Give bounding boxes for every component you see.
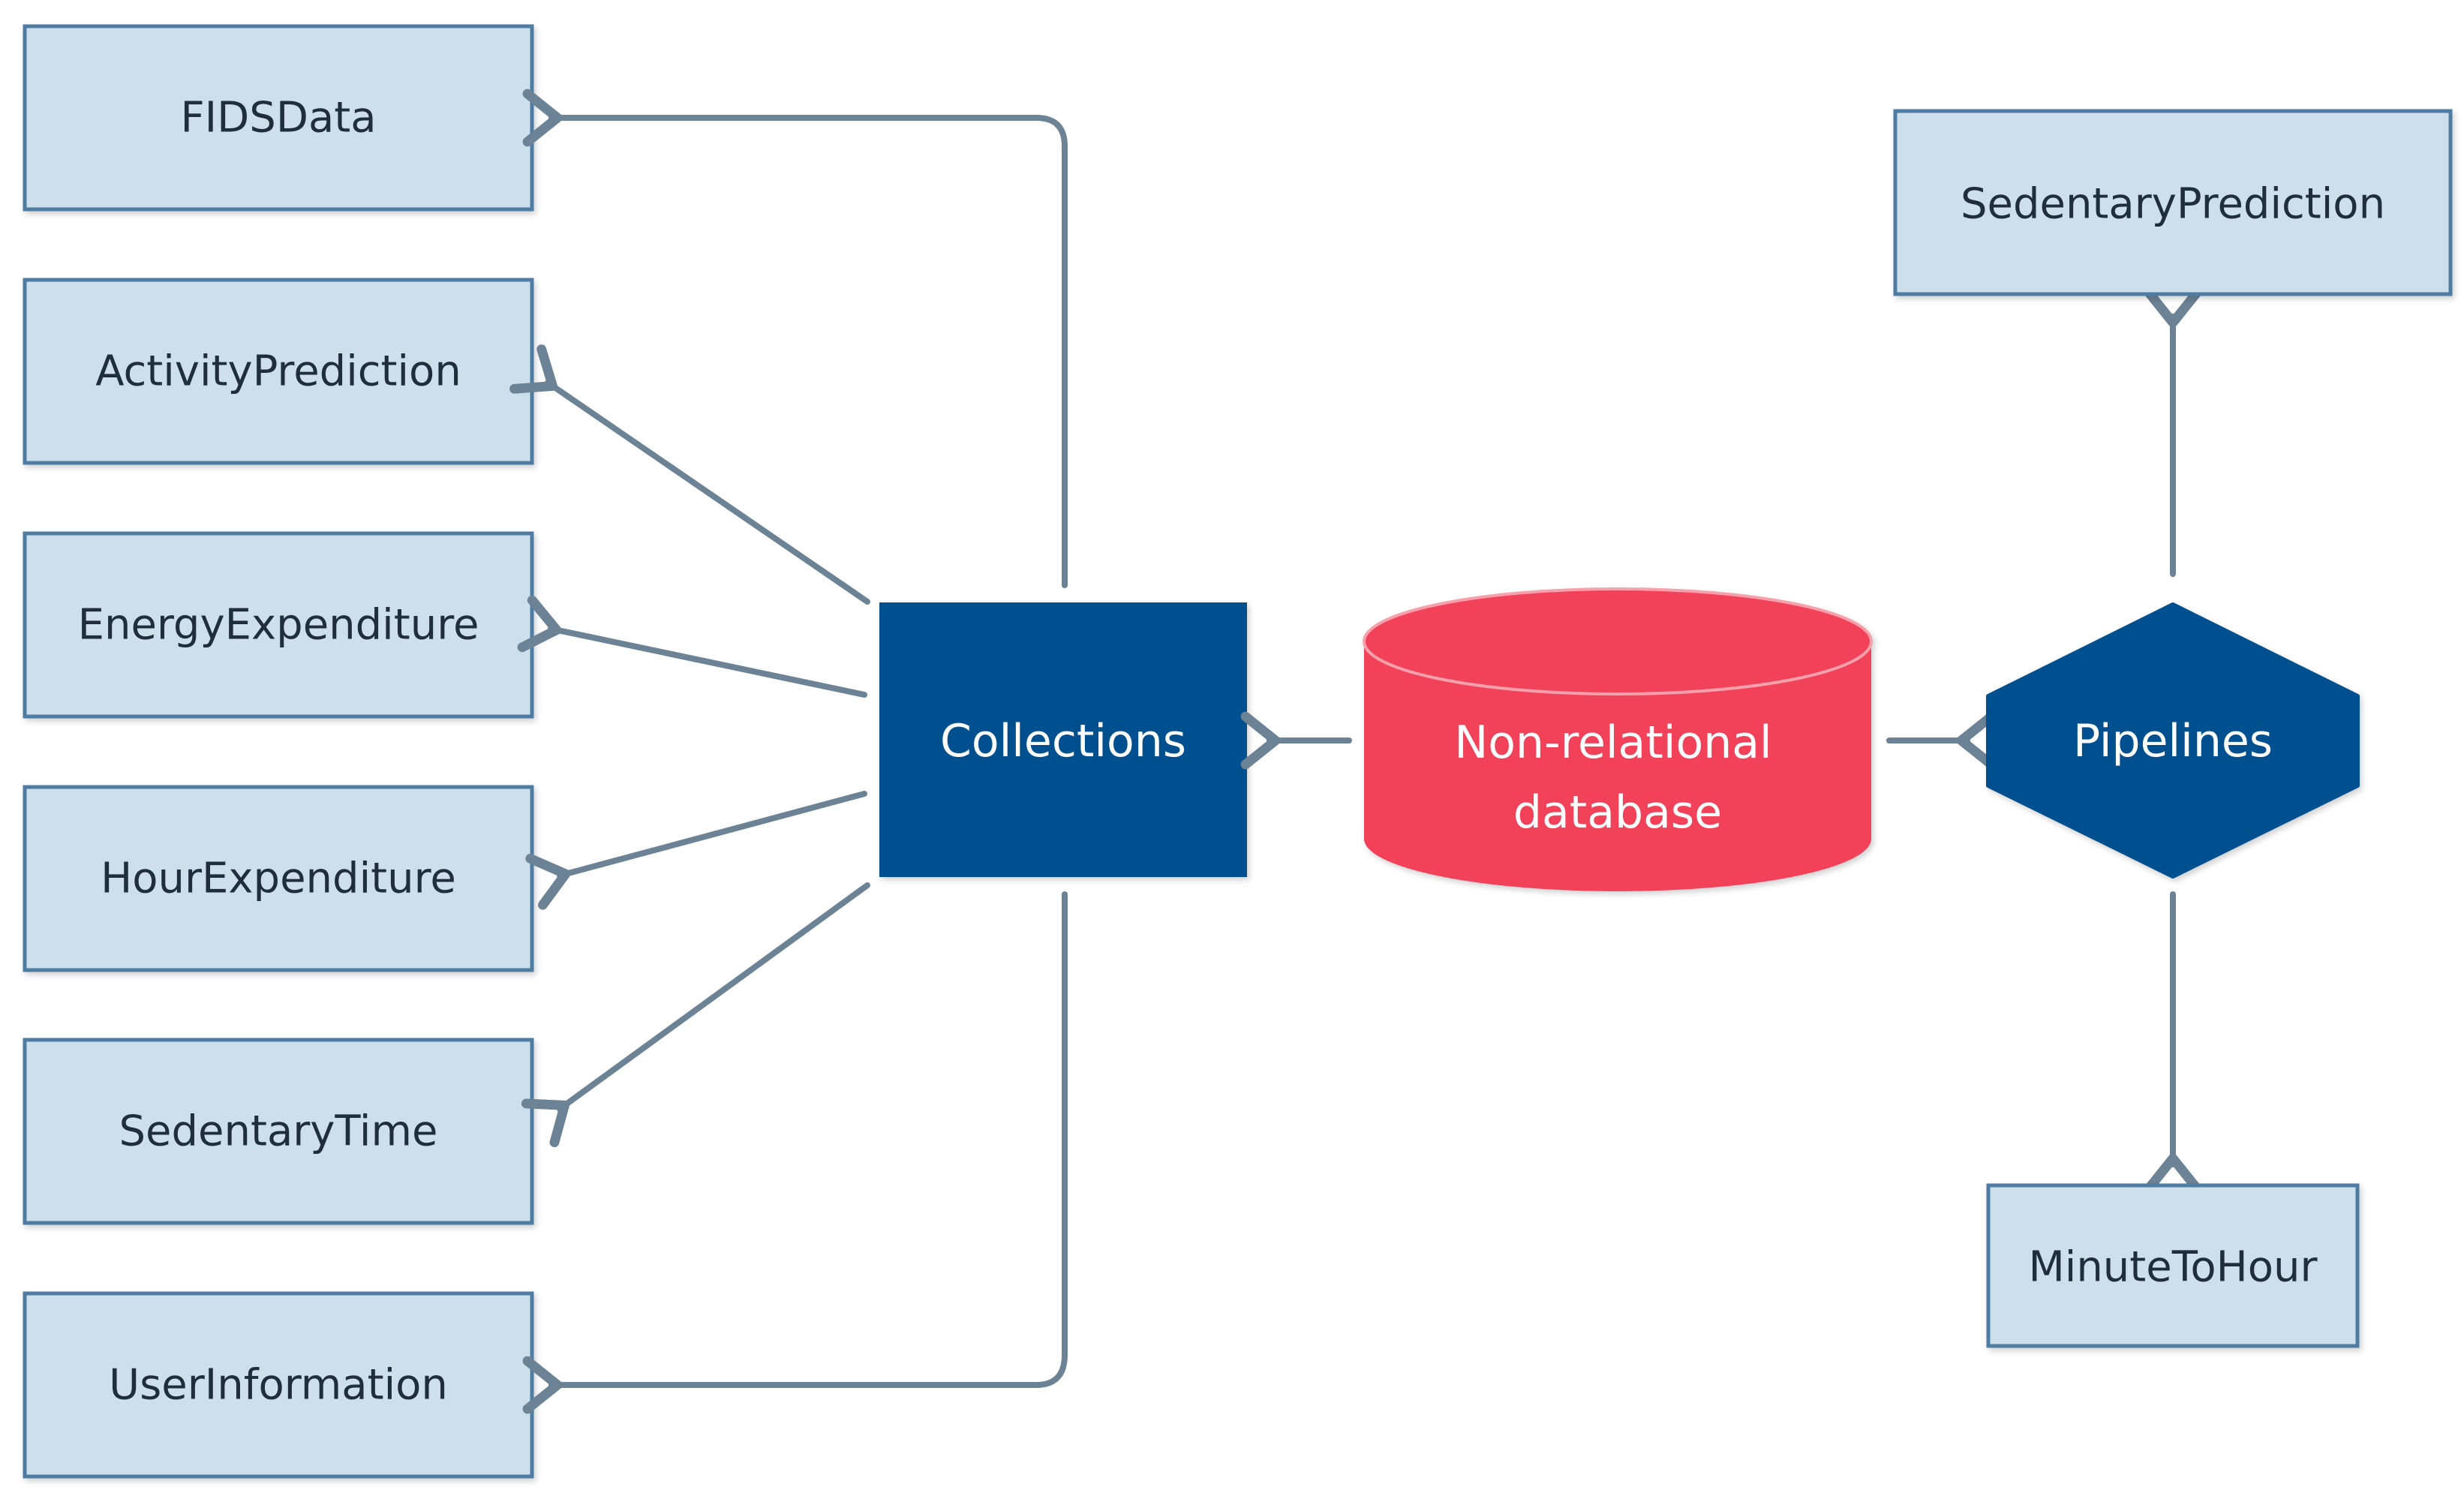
pipeline-output-sedentaryprediction: SedentaryPrediction: [1893, 109, 2453, 296]
collection-box-hourexpenditure: HourExpenditure: [23, 785, 534, 972]
collection-box-sedentarytime: SedentaryTime: [23, 1038, 534, 1225]
collections-label: Collections: [940, 715, 1186, 768]
arrow-to-userinformation: [522, 891, 1068, 1414]
database-cylinder: Non-relational database: [1363, 587, 1873, 891]
collection-box-userinformation: UserInformation: [23, 1291, 534, 1479]
collection-label-sedentarytime: SedentaryTime: [119, 1107, 438, 1156]
arrow-to-sedentarytime: [521, 882, 870, 1148]
pipeline-output-label-top: SedentaryPrediction: [1961, 180, 2385, 229]
pipeline-output-minutetohour: MinuteToHour: [1986, 1183, 2360, 1348]
collection-label-fidsdata: FIDSData: [180, 94, 376, 143]
arrow-to-activityprediction: [509, 344, 870, 605]
database-label-line1: Non-relational: [1454, 716, 1771, 769]
pipelines-label: Pipelines: [2073, 715, 2273, 768]
collection-label-userinformation: UserInformation: [109, 1361, 448, 1410]
collection-label-activityprediction: ActivityPrediction: [95, 347, 461, 396]
arrow-to-energyexpenditure: [517, 595, 867, 698]
collection-arrows: [509, 89, 1068, 1414]
arrow-to-fidsdata: [522, 89, 1068, 588]
database-label-line2: database: [1513, 786, 1722, 839]
collection-box-fidsdata: FIDSData: [23, 24, 534, 212]
collections-node: Collections: [879, 602, 1247, 877]
pipelines-node: Pipelines: [1986, 602, 2360, 879]
collection-box-energyexpenditure: EnergyExpenditure: [23, 531, 534, 719]
collection-label-hourexpenditure: HourExpenditure: [101, 855, 456, 903]
collection-label-energyexpenditure: EnergyExpenditure: [78, 601, 479, 650]
arrow-to-hourexpenditure: [525, 791, 867, 910]
pipeline-output-label-bottom: MinuteToHour: [2028, 1243, 2318, 1292]
collection-box-activityprediction: ActivityPrediction: [23, 278, 534, 465]
